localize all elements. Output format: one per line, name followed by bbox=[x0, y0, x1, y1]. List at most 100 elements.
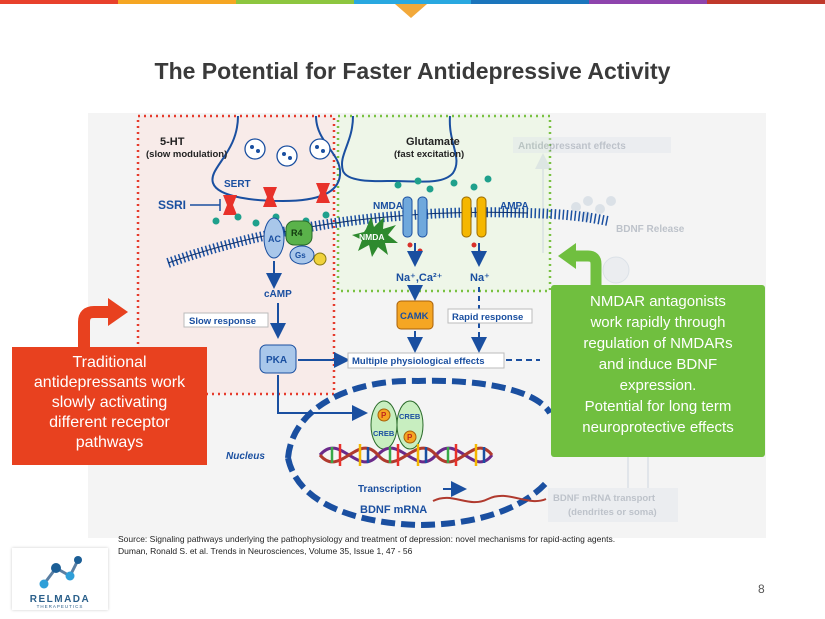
nmdar-callout: NMDAR antagonists work rapidly through r… bbox=[551, 285, 765, 457]
bdnf-vesicle bbox=[595, 204, 605, 214]
creb-label: CREB bbox=[399, 412, 421, 421]
presynaptic-terminal-5ht bbox=[211, 115, 342, 203]
glutamate-label: Glutamate bbox=[406, 136, 460, 148]
fast-excitation-label: (fast excitation) bbox=[394, 149, 464, 160]
dna-strand bbox=[318, 446, 494, 464]
slide-title: The Potential for Faster Antidepressive … bbox=[154, 58, 671, 84]
ssri-label: SSRI bbox=[158, 198, 186, 212]
serotonin-molecule bbox=[322, 211, 330, 219]
bdnf-transport-label: BDNF mRNA transport bbox=[553, 493, 656, 504]
serotonin-molecule bbox=[234, 213, 242, 221]
ampa-receptor bbox=[461, 196, 472, 238]
accent-segment bbox=[353, 0, 472, 4]
ion bbox=[417, 248, 423, 254]
callout-line: work rapidly through bbox=[590, 314, 726, 331]
callout-line: Potential for long term bbox=[584, 398, 732, 415]
bdnf-mrna-label: BDNF mRNA bbox=[360, 504, 427, 516]
antidepressant-effects-label: Antidepressant effects bbox=[518, 141, 626, 152]
serotonin-vesicles bbox=[244, 138, 331, 167]
red-curved-arrow-icon bbox=[78, 298, 128, 350]
bdnf-vesicle bbox=[583, 196, 593, 206]
creb-factor bbox=[370, 400, 398, 450]
callout-line: NMDAR antagonists bbox=[590, 293, 726, 310]
dendrites-label: (dendrites or soma) bbox=[568, 507, 657, 518]
nmda-receptor bbox=[417, 196, 428, 238]
multiple-effects-label: Multiple physiological effects bbox=[352, 356, 485, 367]
source-citation: Source: Signaling pathways underlying th… bbox=[118, 533, 615, 557]
accent-segment bbox=[0, 0, 118, 4]
ac-enzyme bbox=[263, 217, 285, 259]
dna-base-pairs bbox=[330, 444, 486, 466]
vesicle bbox=[244, 138, 266, 160]
sert-transporter bbox=[223, 195, 237, 215]
pka-nucleus-arrow bbox=[277, 375, 368, 421]
vesicle-contents bbox=[250, 145, 325, 160]
accent-segment bbox=[589, 0, 708, 4]
vesicle-dot bbox=[250, 145, 254, 149]
callout-line: neuroprotective effects bbox=[582, 419, 734, 436]
glutamate-molecule bbox=[394, 181, 402, 189]
vesicle-dot bbox=[321, 149, 325, 153]
nuclear-envelope bbox=[285, 457, 549, 529]
pka-label: PKA bbox=[266, 355, 287, 366]
logo-tagline: THERAPEUTICS bbox=[36, 604, 84, 609]
bdnf-vesicle bbox=[571, 202, 581, 212]
vesicle bbox=[309, 138, 331, 160]
ampa-receptor-label: AMPA bbox=[500, 201, 529, 212]
phosphate-label: P bbox=[381, 411, 387, 420]
vesicle-dot bbox=[282, 152, 286, 156]
sert-transporter bbox=[263, 187, 277, 207]
vesicle-dot bbox=[315, 145, 319, 149]
sert-transporter bbox=[316, 183, 330, 203]
gs-label: Gs bbox=[295, 251, 306, 260]
bdnf-release-label: BDNF Release bbox=[616, 224, 685, 235]
callout-line: different receptor bbox=[49, 414, 170, 431]
presynaptic-terminal-glutamate bbox=[340, 115, 458, 183]
gs-protein bbox=[289, 245, 315, 265]
callout-line: Traditional bbox=[72, 354, 147, 371]
slow-response-box bbox=[183, 312, 269, 328]
camk-kinase bbox=[396, 300, 434, 330]
callout-line: pathways bbox=[75, 434, 144, 451]
camk-label: CAMK bbox=[400, 311, 429, 322]
glutamate-molecule bbox=[470, 183, 478, 191]
creb-label: CREB bbox=[373, 429, 395, 438]
ac-label: AC bbox=[268, 234, 281, 244]
na-ca-label: Na⁺,Ca²⁺ bbox=[396, 272, 443, 284]
nucleus-label: Nucleus bbox=[226, 451, 265, 462]
nmda-starburst-label: NMDA bbox=[359, 232, 385, 242]
relmada-logo: RELMADA THERAPEUTICS bbox=[12, 548, 108, 610]
molecule-icon bbox=[39, 556, 82, 589]
phosphate bbox=[377, 408, 391, 422]
logo-name: RELMADA bbox=[29, 594, 91, 605]
accent-segment bbox=[471, 0, 590, 4]
r4-receptor bbox=[285, 220, 313, 246]
serotonin-molecule bbox=[212, 217, 220, 225]
pathway-figure: Antidepressant effects BDNF Release BDNF… bbox=[88, 113, 766, 538]
nuclear-envelope bbox=[285, 377, 553, 459]
accent-segment bbox=[235, 0, 354, 4]
accent-segment bbox=[117, 0, 236, 4]
source-line: Source: Signaling pathways underlying th… bbox=[118, 534, 616, 544]
glutamate-molecules bbox=[394, 175, 492, 193]
accent-segment bbox=[707, 0, 825, 4]
nmda-receptor-label: NMDA bbox=[373, 201, 403, 212]
glutamate-molecule bbox=[484, 175, 492, 183]
slow-response-label: Slow response bbox=[189, 316, 256, 327]
rapid-response-box bbox=[447, 308, 533, 324]
ampa-receptor bbox=[476, 196, 487, 238]
transcription-label: Transcription bbox=[358, 484, 421, 495]
callout-line: and induce BDNF bbox=[598, 356, 718, 373]
rapid-response-label: Rapid response bbox=[452, 312, 523, 323]
callout-line: slowly activating bbox=[51, 394, 168, 411]
phosphate-label: P bbox=[407, 433, 413, 442]
multiple-effects-box bbox=[347, 352, 505, 369]
vesicle-dot bbox=[256, 149, 260, 153]
mrna-strand bbox=[432, 494, 547, 504]
serotonin-molecule bbox=[252, 219, 260, 227]
ion bbox=[471, 242, 477, 248]
rapid-pathway-region bbox=[336, 114, 552, 293]
antidepressant-effects-box bbox=[513, 137, 671, 153]
callout-line: regulation of NMDARs bbox=[583, 335, 733, 352]
pathway-diagram: Antidepressant effects BDNF Release BDNF… bbox=[136, 114, 685, 529]
